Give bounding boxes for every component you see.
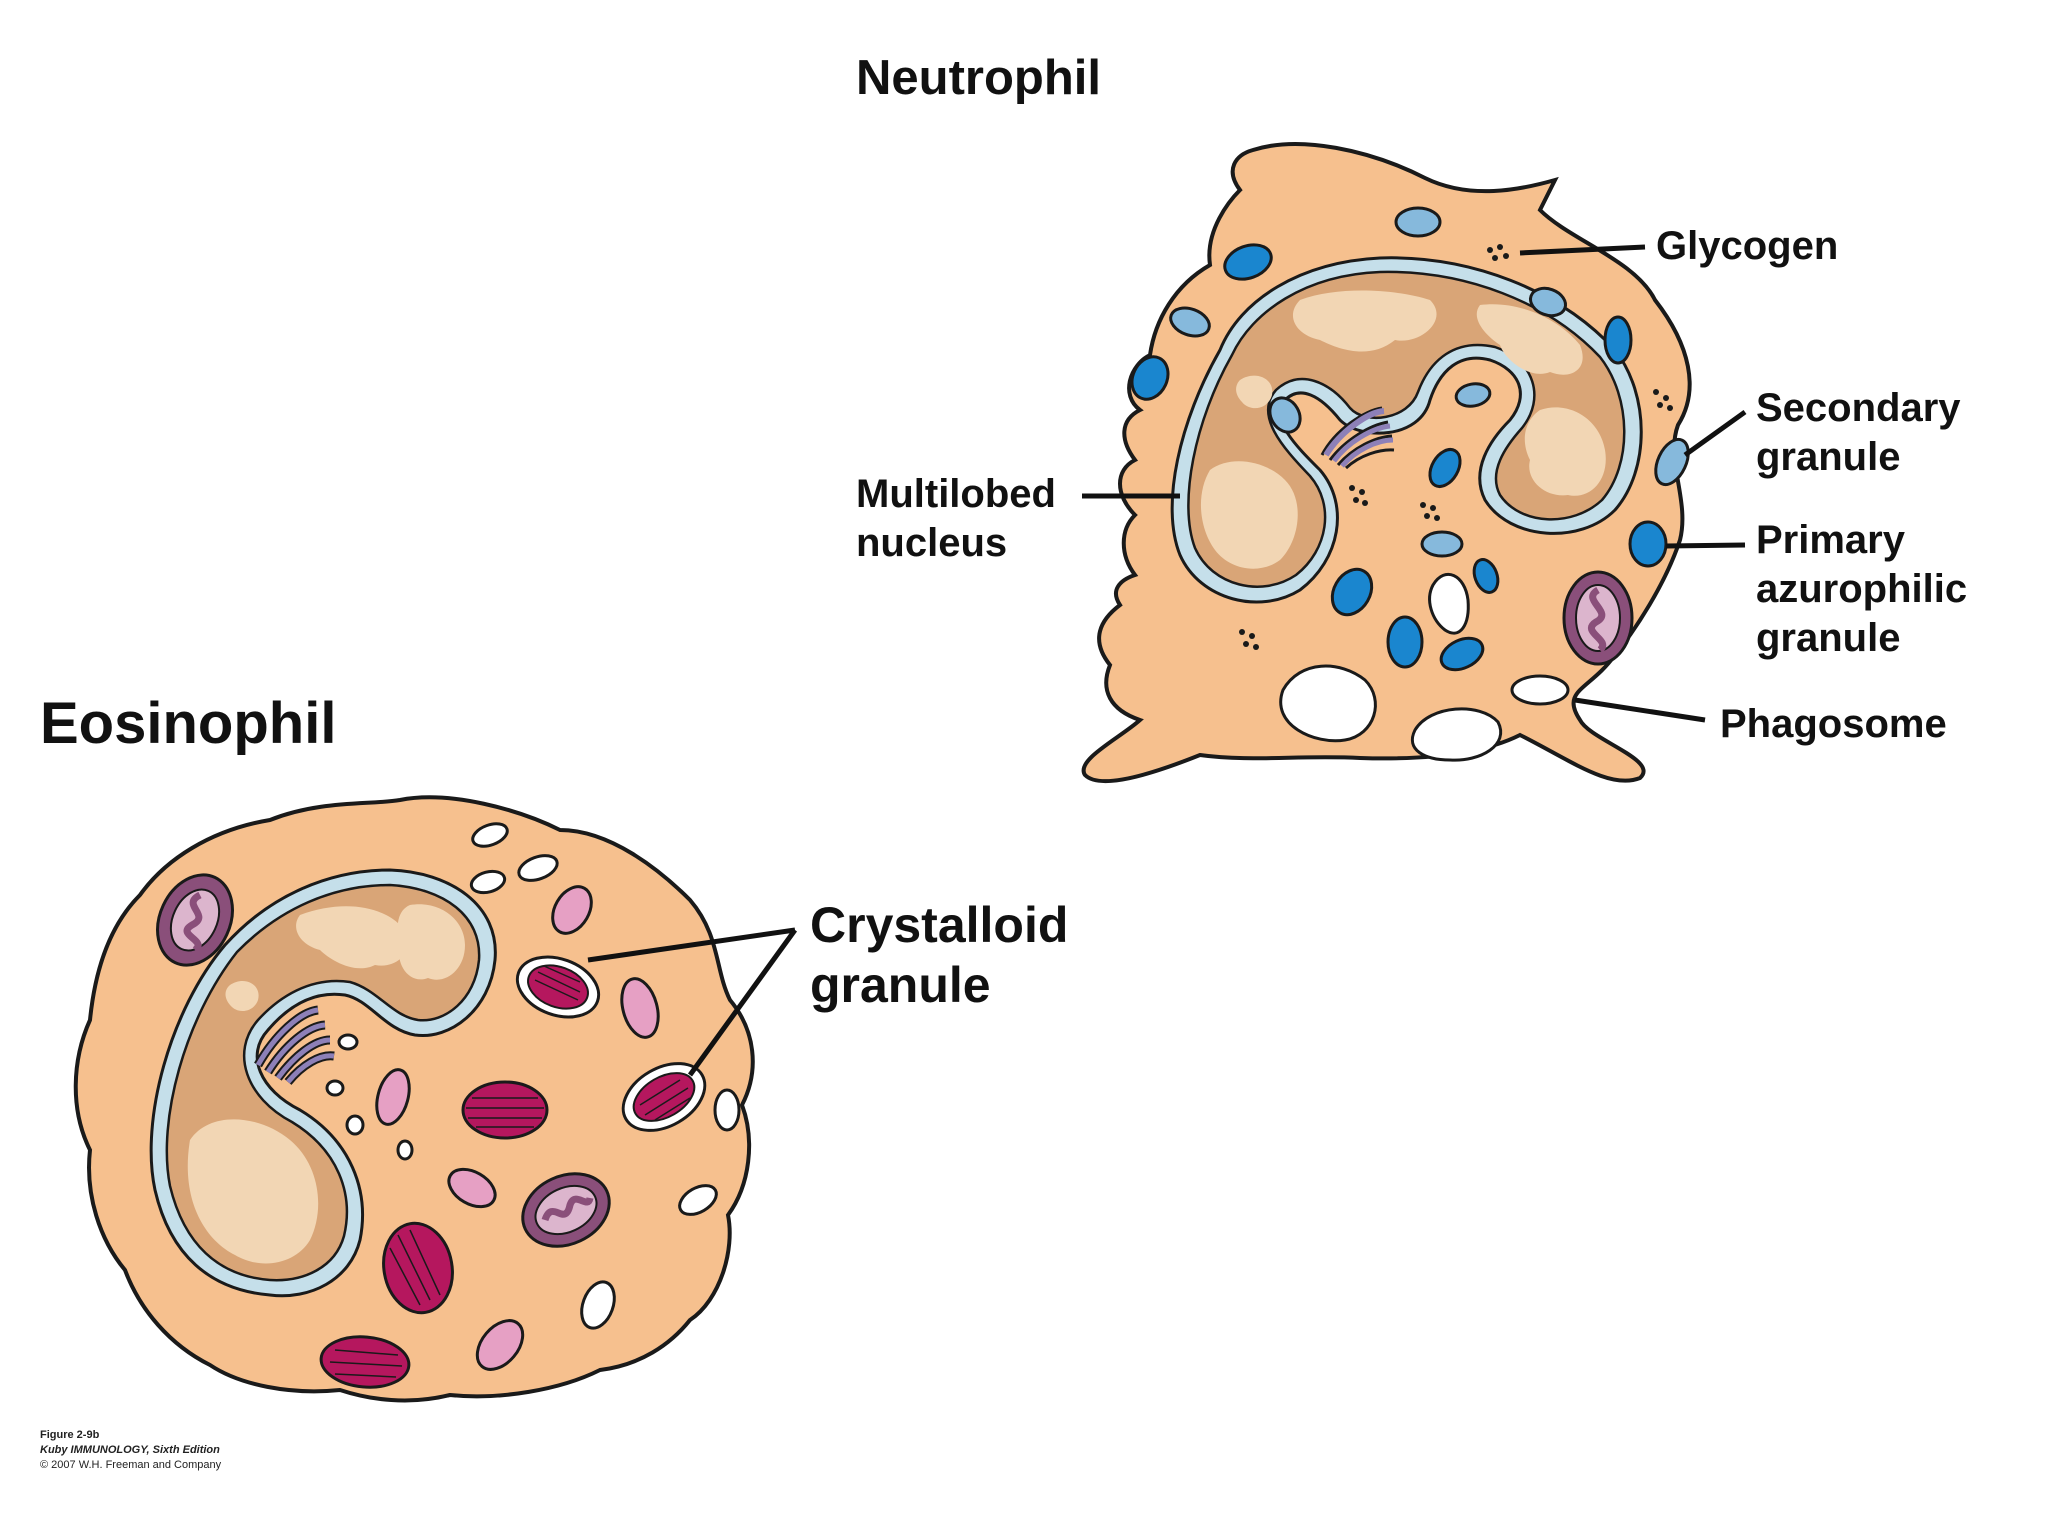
secondary-granules bbox=[1169, 206, 1690, 558]
glycogen-dots bbox=[1239, 244, 1673, 650]
neutrophil-leader-lines bbox=[1082, 244, 1747, 723]
eosinophil-leader-lines bbox=[587, 927, 798, 1077]
glycogen-label-text: Glycogen bbox=[1656, 224, 1839, 268]
eosinophil-vesicles bbox=[325, 822, 741, 1330]
label-line: granule bbox=[1756, 616, 1901, 660]
neutrophil-chromatin bbox=[1200, 461, 1298, 569]
label-line: Multilobed bbox=[856, 472, 1056, 516]
label-line: nucleus bbox=[856, 521, 1008, 565]
book-title: Kuby IMMUNOLOGY, Sixth Edition bbox=[40, 1444, 220, 1456]
eosinophil-chromatin bbox=[397, 904, 465, 980]
label-line: Primary bbox=[1756, 518, 1905, 562]
label-line: Secondary bbox=[1756, 386, 1961, 430]
eosinophil-chromatin bbox=[187, 1119, 319, 1264]
secondary-granule-label: Secondary granule bbox=[1756, 384, 1961, 482]
neutrophil-chromatin bbox=[1236, 375, 1273, 409]
eosinophil-golgi bbox=[254, 1005, 335, 1085]
label-line: granule bbox=[810, 957, 991, 1013]
neutrophil-title: Neutrophil bbox=[856, 51, 1101, 105]
phagosomes bbox=[1279, 572, 1570, 762]
neutrophil-cell bbox=[1081, 142, 1747, 784]
pink-granules bbox=[375, 885, 660, 1371]
eosinophil-cell bbox=[73, 795, 798, 1403]
neutrophil-chromatin bbox=[1292, 290, 1437, 352]
label-line: azurophilic bbox=[1756, 567, 1968, 611]
multilobed-nucleus-label: Multilobed nucleus bbox=[856, 470, 1056, 568]
glycogen-label: Glycogen bbox=[1656, 222, 1838, 271]
eosinophil-title: Eosinophil bbox=[40, 691, 337, 756]
crystalloid-granule-label: Crystalloid granule bbox=[810, 895, 1068, 1015]
phagosome-label-text: Phagosome bbox=[1720, 702, 1947, 746]
neutrophil-chromatin bbox=[1524, 407, 1606, 496]
figure-credit: Figure 2-9b Kuby IMMUNOLOGY, Sixth Editi… bbox=[40, 1428, 221, 1473]
neutrophil-golgi bbox=[1320, 406, 1395, 470]
copyright: © 2007 W.H. Freeman and Company bbox=[40, 1459, 222, 1471]
eosinophil-chromatin bbox=[225, 980, 259, 1012]
eosinophil-chromatin bbox=[296, 906, 409, 969]
neutrophil-mitochondrion bbox=[1562, 570, 1634, 666]
primary-azurophilic-granule-label: Primary azurophilic granule bbox=[1756, 516, 1967, 663]
primary-azurophilic-granules bbox=[1130, 243, 1668, 672]
phagosome-label: Phagosome bbox=[1720, 700, 1947, 749]
eosinophil-mitochondria bbox=[156, 873, 611, 1248]
figure-number: Figure 2-9b bbox=[40, 1429, 100, 1441]
label-line: Crystalloid bbox=[810, 897, 1069, 953]
neutrophil-chromatin bbox=[1476, 304, 1583, 375]
label-line: granule bbox=[1756, 435, 1901, 479]
crystalloid-granules bbox=[319, 955, 707, 1389]
